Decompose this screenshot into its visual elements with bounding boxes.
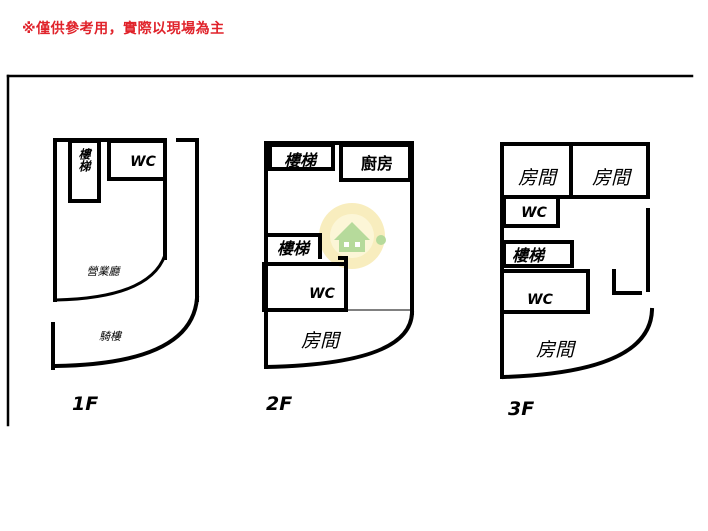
floor-2f: 樓梯 廚房 樓梯 WC 房間 2F: [262, 141, 415, 415]
wc-label: WC: [527, 292, 553, 308]
stairs-mid-label: 樓梯: [277, 239, 311, 258]
wc-box: [107, 139, 167, 181]
floor-label-1f: 1F: [72, 393, 98, 415]
frame: [6, 74, 694, 427]
floor-label-3f: 3F: [508, 398, 534, 420]
room-bottom-label: 房間: [536, 339, 577, 361]
arcade-label: 騎樓: [99, 330, 123, 343]
kitchen-label: 廚房: [361, 154, 393, 173]
wc-label: WC: [130, 154, 156, 170]
floor-label-2f: 2F: [266, 393, 292, 415]
house-logo-icon: [319, 203, 386, 269]
stairs-label: 樓梯: [76, 148, 91, 173]
wc-small-box: [502, 195, 560, 228]
stairs-box: [68, 139, 101, 203]
floor-3f: 房間 房間 WC 樓梯 WC 房間 3F: [500, 142, 655, 420]
stairs-top-box: [268, 143, 335, 171]
room-right-label: 房間: [592, 167, 633, 189]
wc-small-label: WC: [521, 205, 547, 221]
floor-1f: 樓梯 WC 營業廳 騎樓 1F: [51, 138, 200, 415]
room-label: 房間: [301, 330, 342, 352]
stairs-top-label: 樓梯: [284, 151, 318, 170]
shop-label: 營業廳: [87, 265, 122, 278]
wc-box: [262, 262, 348, 312]
stairs-box: [502, 240, 574, 268]
disclaimer-note: ※僅供參考用，實際以現場為主: [22, 21, 225, 37]
kitchen-box: [339, 143, 412, 182]
wc-label: WC: [309, 286, 335, 302]
room-left-label: 房間: [518, 167, 559, 189]
stairs-label: 樓梯: [512, 246, 546, 265]
